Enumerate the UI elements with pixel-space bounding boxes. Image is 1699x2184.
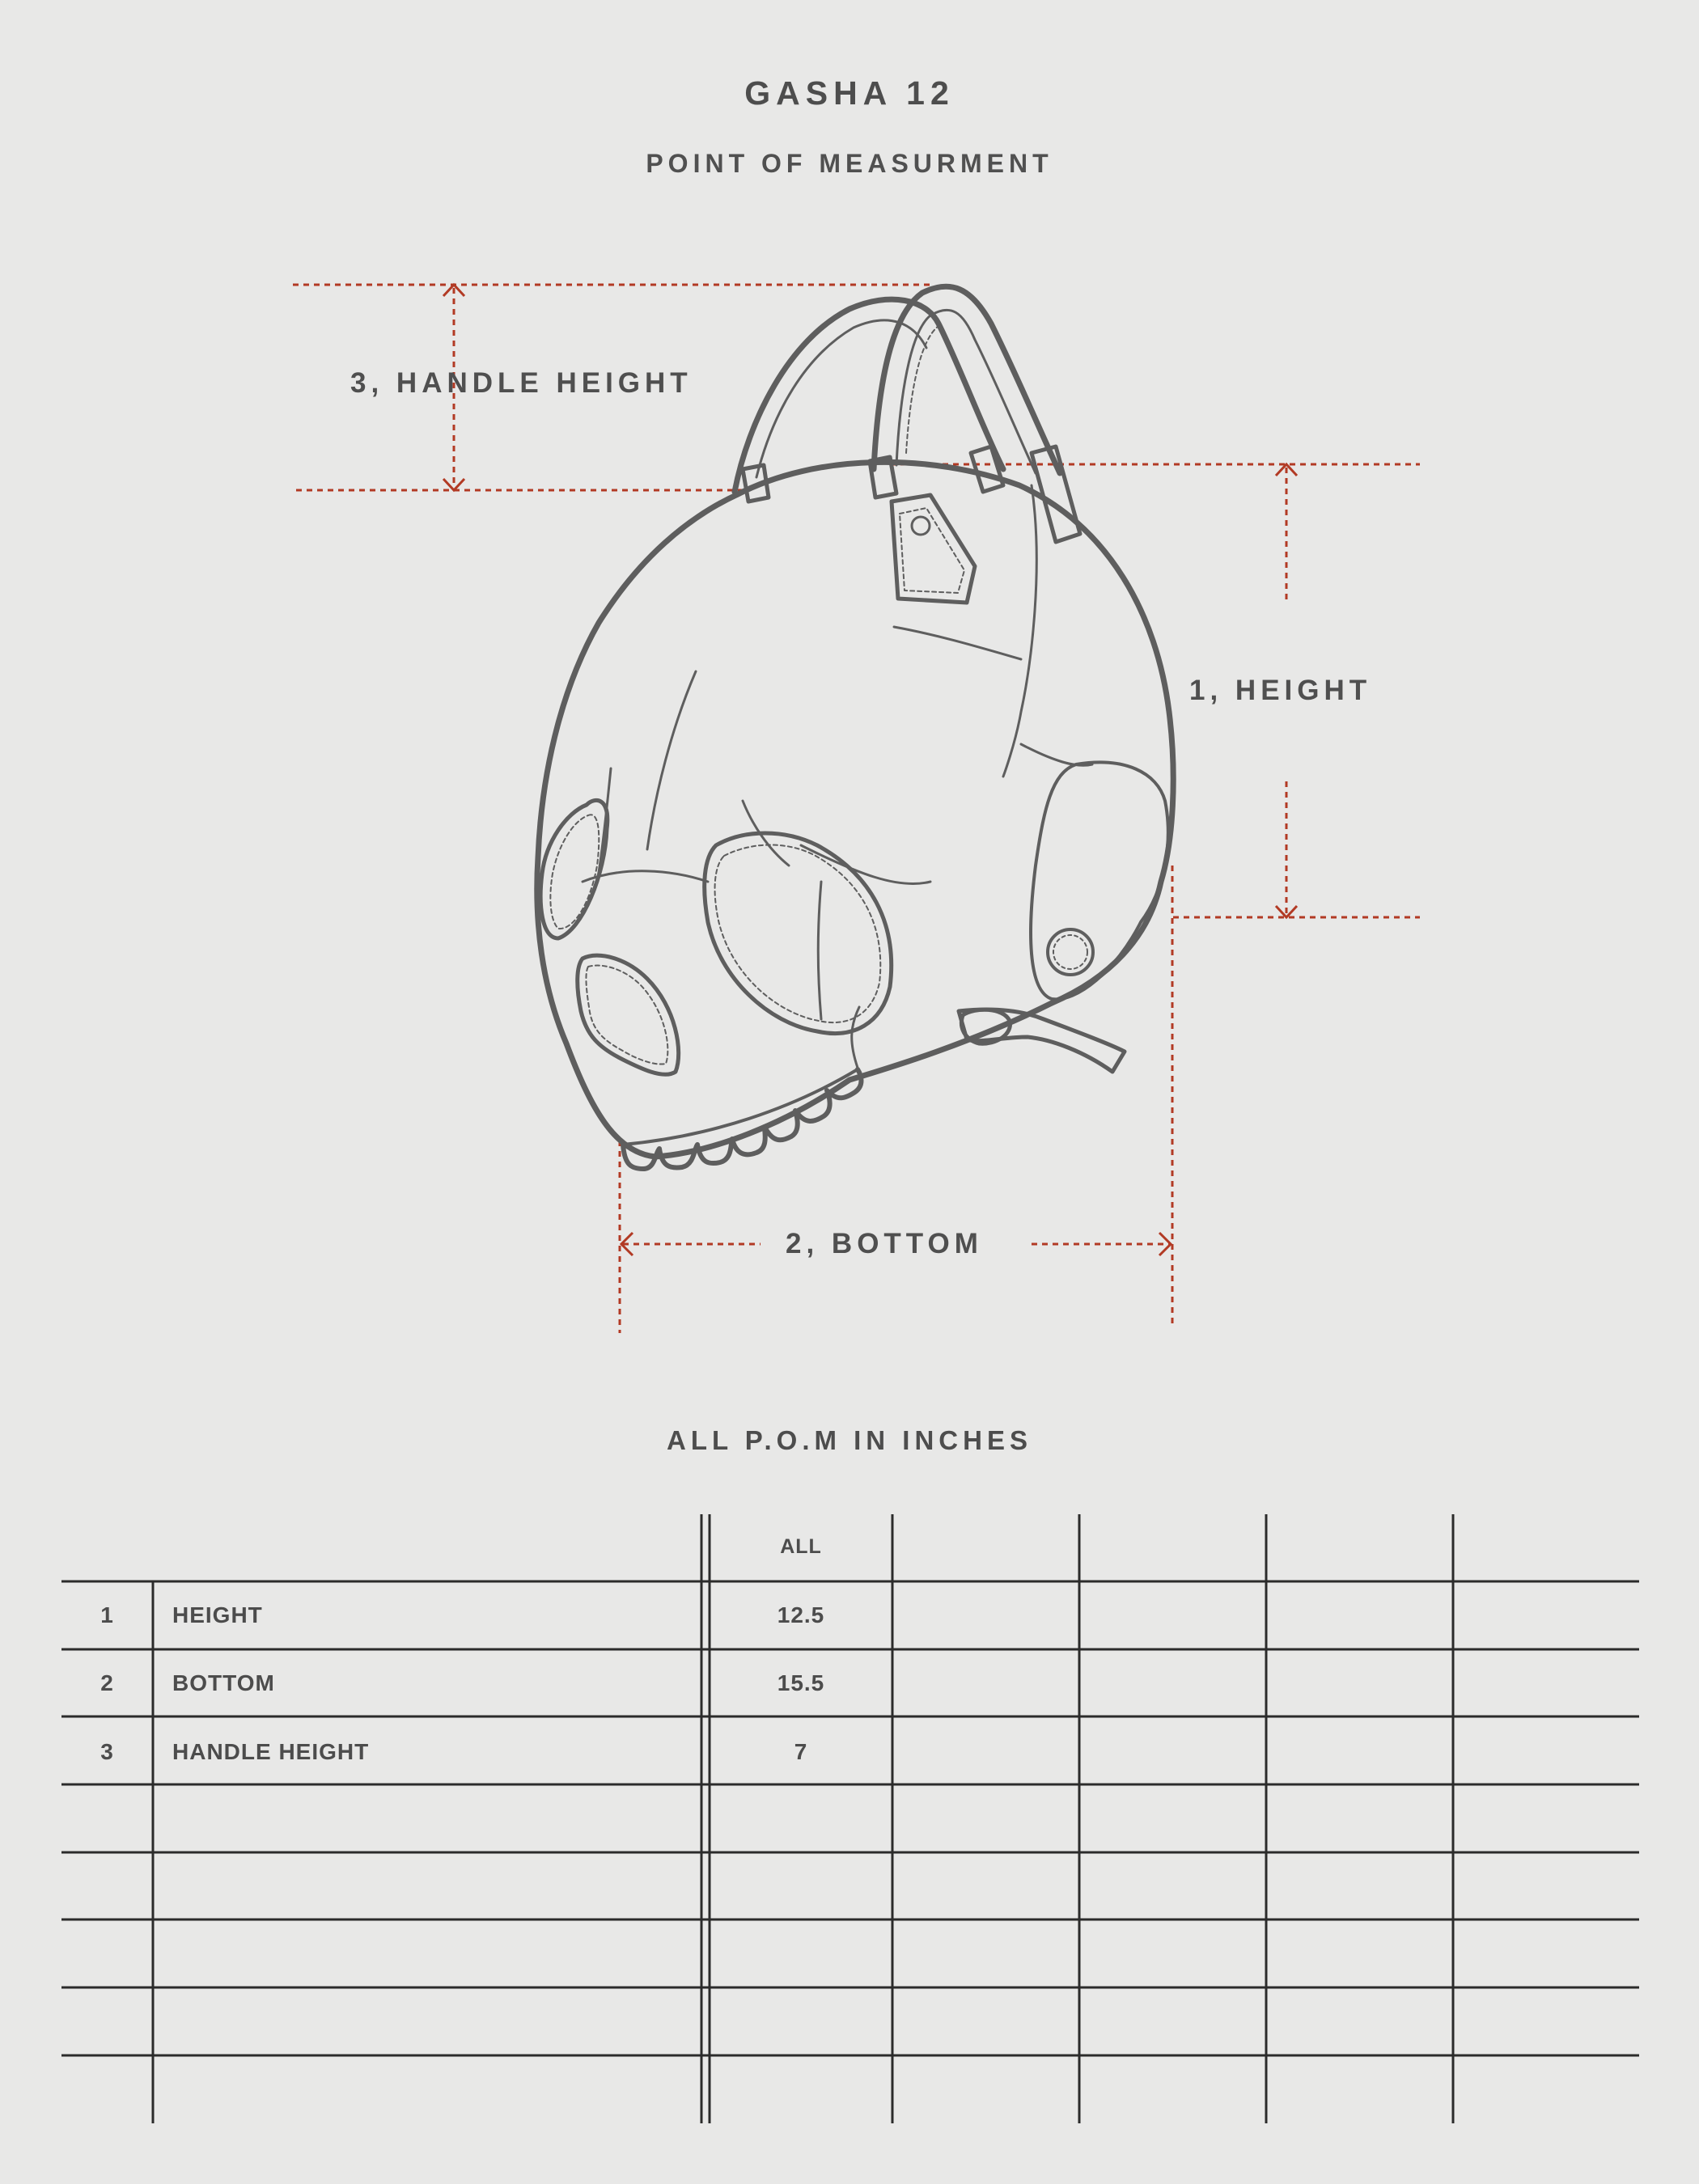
rear-handle-inner bbox=[755, 319, 928, 479]
cheek-panel bbox=[1029, 760, 1170, 1001]
row-name: HANDLE HEIGHT bbox=[172, 1739, 370, 1764]
units-note: ALL P.O.M IN INCHES bbox=[667, 1425, 1032, 1455]
nose-cavity bbox=[575, 953, 681, 1077]
seam bbox=[816, 880, 823, 1021]
eye-socket bbox=[702, 831, 894, 1036]
seam bbox=[799, 844, 932, 885]
seam bbox=[646, 670, 697, 851]
bottom-label: 2, BOTTOM bbox=[786, 1228, 983, 1259]
cheek-button-stitch bbox=[1053, 934, 1088, 970]
handle-tab bbox=[1029, 444, 1083, 544]
seam bbox=[850, 1005, 861, 1069]
arrowhead-down bbox=[442, 477, 466, 493]
dimension-lines bbox=[293, 283, 1420, 1333]
seam bbox=[1002, 484, 1038, 778]
bag-outline bbox=[534, 283, 1176, 1171]
handle-height-label: 3, HANDLE HEIGHT bbox=[350, 367, 693, 399]
luggage-tag-stitch bbox=[899, 507, 965, 594]
seam bbox=[741, 799, 790, 867]
row-number: 1 bbox=[100, 1602, 114, 1627]
eye-socket-side-stitch bbox=[549, 814, 600, 930]
nose-cavity-stitch bbox=[585, 964, 669, 1065]
seam bbox=[1019, 743, 1094, 767]
arrowhead-up bbox=[442, 282, 466, 298]
row-number: 3 bbox=[100, 1739, 114, 1764]
eye-socket-side bbox=[538, 798, 610, 941]
row-value: 12.5 bbox=[777, 1602, 825, 1627]
front-handle bbox=[871, 283, 1063, 476]
seam bbox=[892, 625, 1023, 661]
row-value: 7 bbox=[794, 1739, 808, 1764]
luggage-tag-hole bbox=[910, 515, 931, 536]
height-label: 1, HEIGHT bbox=[1189, 675, 1372, 706]
arrowhead-right bbox=[1158, 1231, 1173, 1257]
jaw-line bbox=[621, 1068, 859, 1146]
front-handle-inner bbox=[895, 308, 1037, 475]
dimension-arrowheads bbox=[442, 282, 1299, 1257]
page-subtitle: POINT OF MEASURMENT bbox=[646, 149, 1053, 178]
row-value: 15.5 bbox=[777, 1670, 825, 1695]
eye-socket-stitch bbox=[714, 844, 882, 1024]
row-number: 2 bbox=[100, 1670, 114, 1695]
arrowhead-up bbox=[1274, 462, 1299, 477]
cheek-button bbox=[1046, 928, 1095, 976]
page-title: GASHA 12 bbox=[744, 74, 955, 112]
side-strap bbox=[956, 1007, 1127, 1074]
column-header-all: ALL bbox=[780, 1535, 822, 1558]
arrowhead-down bbox=[1274, 904, 1299, 920]
handle-tab bbox=[867, 455, 899, 500]
strap-loop bbox=[959, 1007, 1012, 1046]
front-handle-stitch bbox=[905, 325, 939, 454]
row-name: BOTTOM bbox=[172, 1670, 275, 1695]
teeth bbox=[621, 1067, 864, 1171]
rear-handle bbox=[731, 296, 1006, 495]
handle-tab bbox=[968, 444, 1006, 494]
arrowhead-left bbox=[619, 1231, 634, 1257]
luggage-tag bbox=[889, 493, 977, 605]
row-name: HEIGHT bbox=[172, 1602, 263, 1627]
